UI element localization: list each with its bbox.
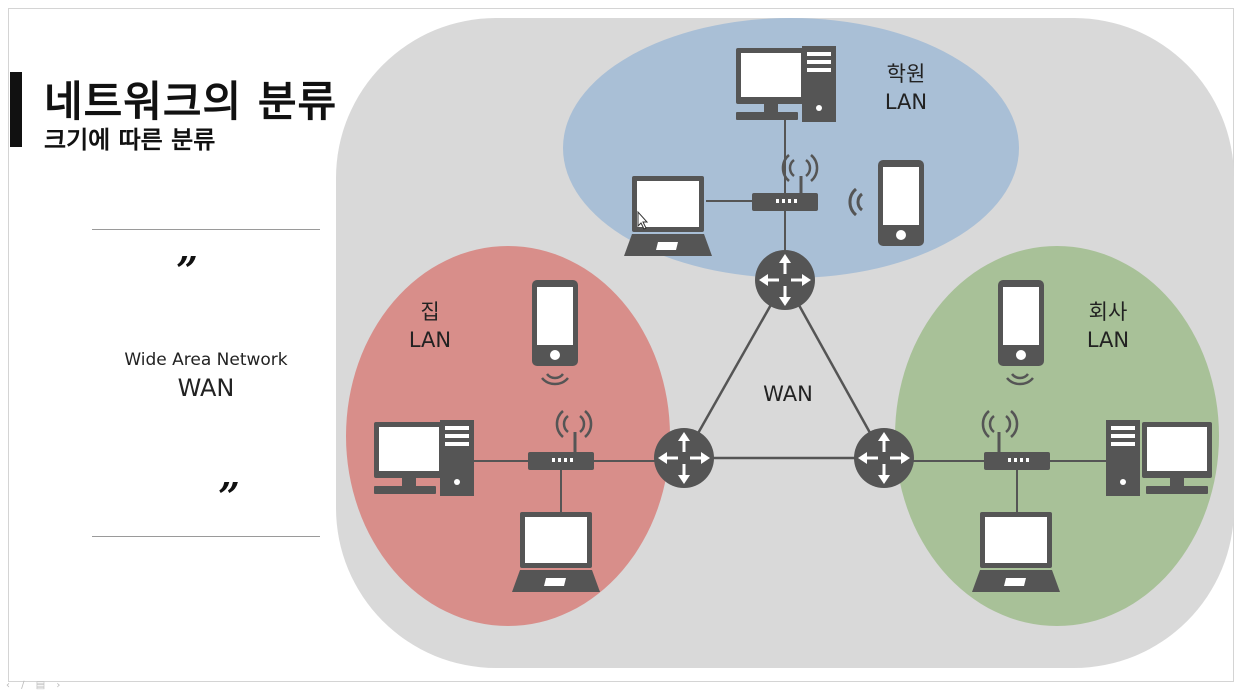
definition-abbreviation: WAN [177,374,235,402]
company-switch-icon [984,452,1050,470]
wan-label: WAN [763,382,813,406]
home-laptop-icon [512,512,600,592]
definition-english: Wide Area Network [124,350,288,370]
academy-laptop-icon [624,176,712,256]
title-accent-bar [10,72,22,147]
home-phone-wifi-icon [541,373,569,386]
wan-link-top-left [682,279,787,459]
company-phone-wifi-icon [1006,373,1034,386]
page-title: 네트워크의 분류 [44,77,338,126]
company-phone-icon [998,280,1044,366]
academy-router-icon [753,248,817,312]
home-phone-icon [532,280,578,366]
company-laptop-icon [972,512,1060,592]
home-switch-icon [528,452,594,470]
academy-switch-icon [752,193,818,211]
open-quote: ” [176,248,198,293]
academy-keyboard-icon [736,112,798,120]
company-router-icon [852,426,916,490]
home-switch-wifi-icon [555,410,593,438]
bottom-divider [92,536,320,537]
home-lan-label: 집 LAN [408,300,452,352]
wan-link-top-right [783,279,886,459]
lan-region-company [895,246,1219,626]
home-router-icon [652,426,716,490]
company-keyboard-icon [1146,486,1208,494]
company-lan-label: 회사 LAN [1086,300,1130,352]
mouse-cursor-icon [637,210,649,230]
academy-switch-wifi-icon [781,154,819,182]
close-quote: ” [218,474,240,519]
page-subtitle: 크기에 따른 분류 [44,126,216,154]
academy-desktop-tower-icon [802,46,836,122]
company-switch-wifi-icon [981,410,1019,438]
home-keyboard-icon [374,486,436,494]
academy-lan-label: 학원 LAN [884,62,928,114]
slide-toolbar-icons: ‹ ∕ ▤ › [6,680,65,691]
home-desktop-tower-icon [440,420,474,496]
academy-phone-icon [878,160,924,246]
company-desktop-tower-icon [1106,420,1140,496]
top-divider [92,229,320,230]
